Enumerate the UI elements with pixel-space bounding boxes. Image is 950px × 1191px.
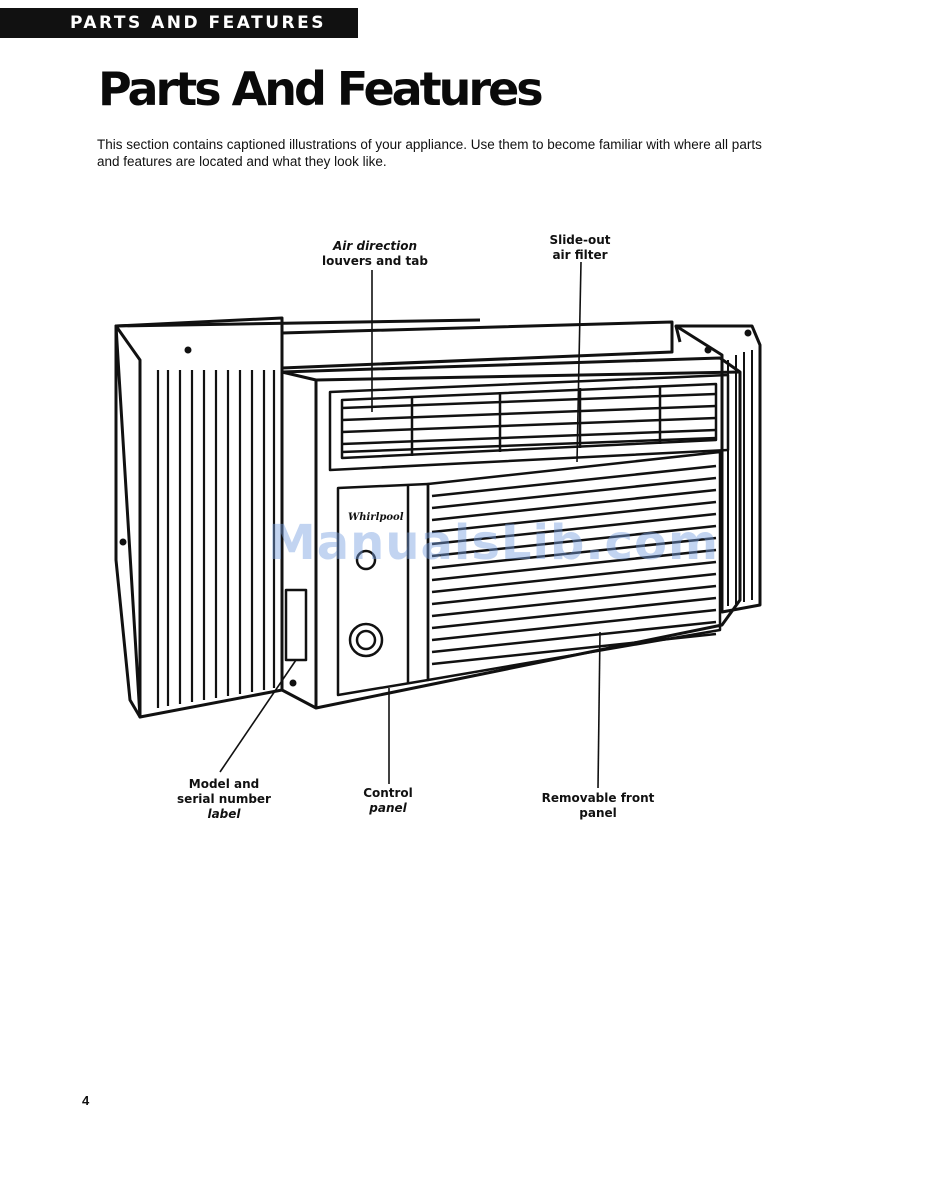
- left-curtain-pleats: [156, 370, 276, 708]
- callout-removable-front-panel: Removable front panel: [541, 791, 655, 820]
- callout-air-direction-louvers: Air direction louvers and tab: [322, 239, 428, 268]
- leader-lines: [219, 261, 601, 789]
- page-title: Parts And Features: [98, 62, 544, 116]
- model-serial-label-plate: [284, 588, 308, 662]
- callout-slide-out-filter: Slide-out air filter: [549, 233, 611, 262]
- page-number: 4: [82, 1093, 90, 1108]
- section-tab: PARTS AND FEATURES: [0, 8, 358, 38]
- side-curtains: [114, 316, 762, 719]
- cabinet: [280, 356, 742, 710]
- watermark: ManualsLib.com: [268, 515, 719, 571]
- front-panel-drawing: [426, 450, 722, 682]
- top-rail: [280, 320, 674, 370]
- callout-control-panel: Control panel: [363, 786, 413, 815]
- intro-paragraph: This section contains captioned illustra…: [97, 137, 762, 169]
- brand-logo: Whirlpool: [348, 512, 404, 523]
- louver-grille: [328, 373, 730, 472]
- callout-model-serial-label: Model and serial number label: [177, 777, 271, 821]
